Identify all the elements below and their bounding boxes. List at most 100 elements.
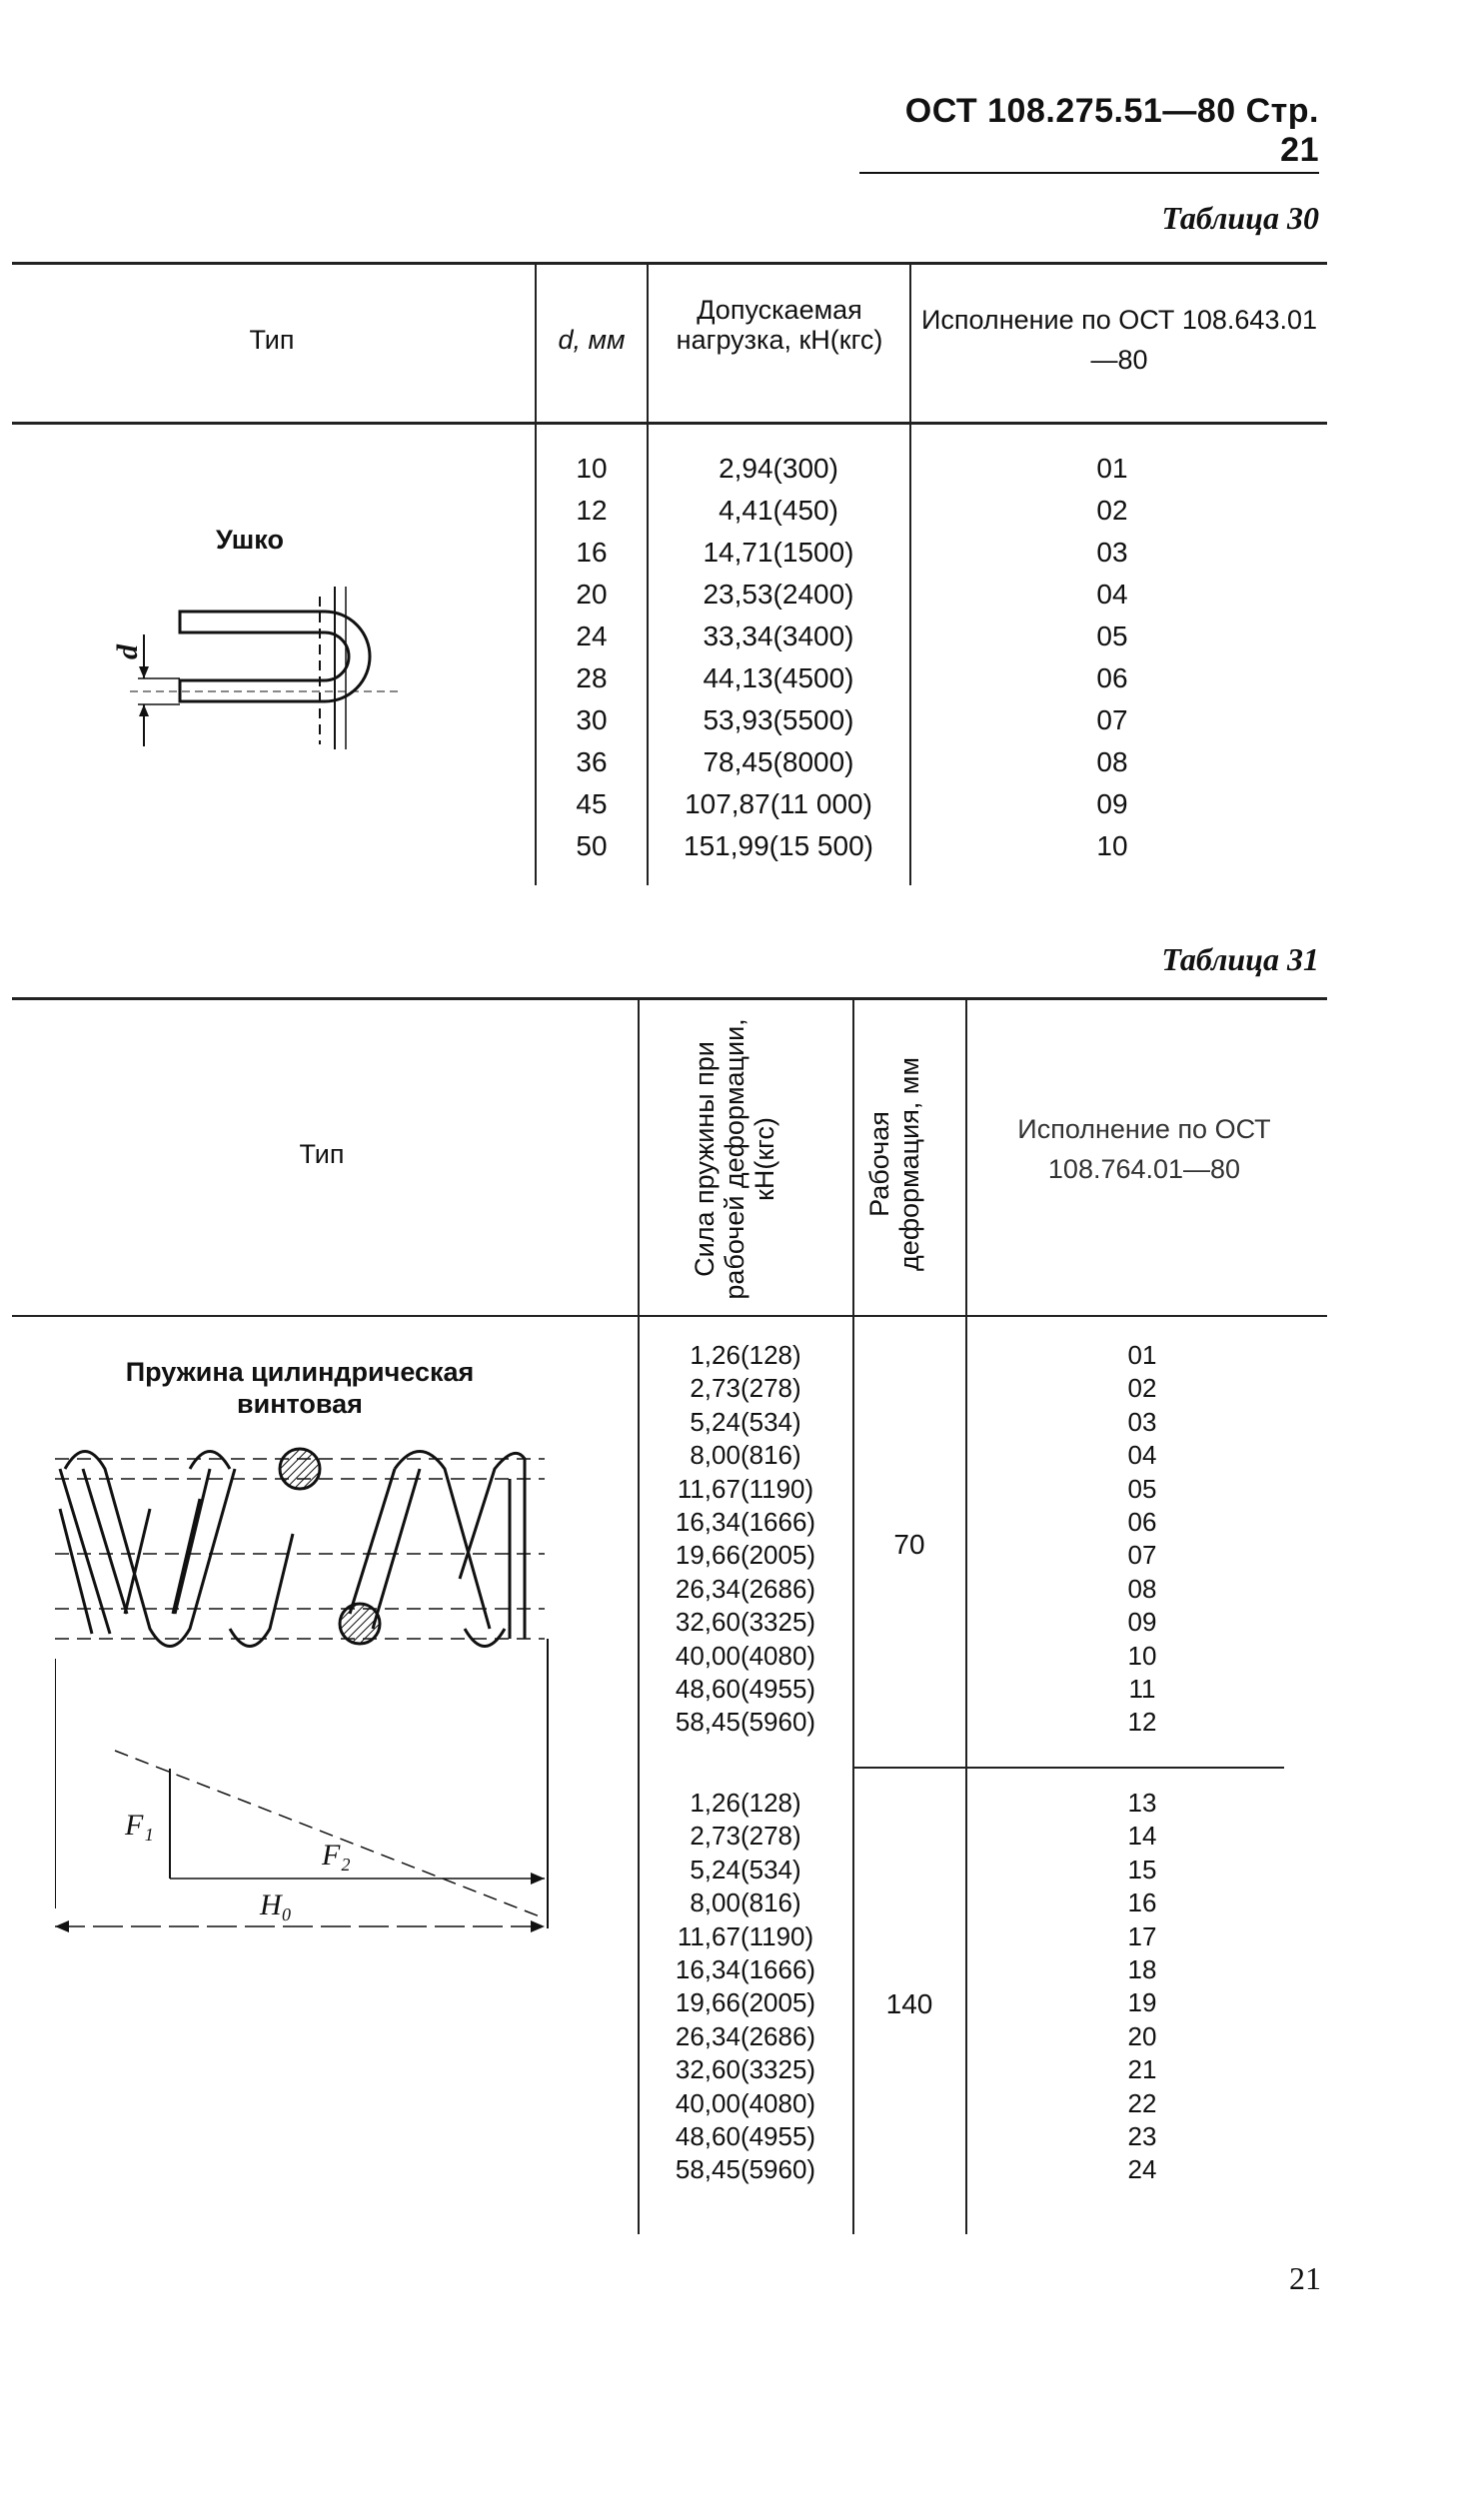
table-30-head-version: Исполнение по ОСТ 108.643.01—80: [920, 305, 1317, 375]
document-reference: ОСТ 108.275.51—80 Стр. 21: [859, 92, 1319, 174]
table-row: 16,34(1666): [675, 1954, 816, 1985]
table-30-head-load: Допускаемая нагрузка, кН(кгс): [676, 295, 883, 355]
table-31-group-rule: [854, 1767, 1284, 1769]
table-row: 02: [1127, 1373, 1157, 1404]
table-31-head-version: Исполнение по ОСТ 108.764.01—80: [1017, 1114, 1271, 1184]
table-row: 10: [1096, 830, 1128, 861]
table-row: 01: [1127, 1340, 1157, 1370]
helical-spring-diagram: [55, 1447, 549, 1932]
table-row: 45: [576, 788, 608, 819]
table-row: 16: [576, 537, 608, 568]
table-30-head-d: d, мм: [558, 325, 626, 355]
table-row: 19,66(2005): [675, 1987, 816, 2018]
spring-f2-label: F₂: [322, 1839, 351, 1872]
table-row: 26,34(2686): [675, 1573, 816, 1604]
table-row: 13: [1127, 1788, 1157, 1818]
table-row: 14,71(1500): [703, 537, 854, 568]
eye-bolt-diagram: [130, 587, 400, 749]
table-row: 11,67(1190): [677, 1473, 814, 1504]
table-30-divider: [909, 262, 911, 422]
table-row: 05: [1096, 621, 1128, 651]
table-row: 23,53(2400): [703, 579, 854, 610]
table-row: 78,45(8000): [703, 746, 854, 777]
table-row: 151,99(15 500): [684, 830, 873, 861]
table-30-col-version: 01 02 03 04 05 06 07 08 09 10: [912, 448, 1312, 867]
table-30-divider: [535, 262, 537, 422]
table-row: 18: [1127, 1954, 1157, 1985]
table-row: 20: [1127, 2020, 1157, 2051]
table-row: 01: [1096, 453, 1128, 484]
table-31-head-force: Сила пружины при рабочей деформации, кН(…: [690, 1018, 779, 1300]
table-30-head-type: Тип: [249, 325, 295, 355]
table-row: 4,41(450): [719, 495, 838, 526]
table-31-group2-versions: 13 14 15 16 17 18 19 20 21 22 23 24: [967, 1787, 1317, 2187]
table-30-top-rule: [12, 262, 1327, 265]
spring-f1-label: F₁: [125, 1809, 154, 1842]
table-31-group1-versions: 01 02 03 04 05 06 07 08 09 10 11 12: [967, 1339, 1317, 1740]
table-row: 44,13(4500): [703, 662, 854, 693]
table-31-group2-deform: 140: [885, 1988, 933, 2019]
table-row: 40,00(4080): [675, 2087, 816, 2118]
table-row: 32,60(3325): [675, 2054, 816, 2085]
table-row: 58,45(5960): [675, 1707, 816, 1738]
page-number: 21: [1289, 2260, 1321, 2296]
table-30-divider: [647, 262, 649, 422]
table-row: 12: [1127, 1707, 1157, 1738]
table-30-col-load: 2,94(300) 4,41(450) 14,71(1500) 23,53(24…: [650, 448, 907, 867]
table-row: 48,60(4955): [675, 2121, 816, 2152]
table-row: 08: [1127, 1573, 1157, 1604]
table-row: 19,66(2005): [675, 1540, 816, 1571]
table-row: 09: [1096, 788, 1128, 819]
table-row: 06: [1127, 1507, 1157, 1538]
table-31-type-label: Пружина цилиндрическая винтовая: [125, 1357, 475, 1419]
table-row: 8,00(816): [690, 1888, 801, 1918]
table-row: 03: [1127, 1406, 1157, 1437]
table-row: 53,93(5500): [703, 704, 854, 735]
table-row: 48,60(4955): [675, 1674, 816, 1705]
table-31-head-deform: Рабочая деформация, мм: [864, 1057, 924, 1271]
table-31-head-type: Тип: [299, 1139, 345, 1169]
table-row: 5,24(534): [690, 1406, 801, 1437]
table-31-top-rule: [12, 997, 1327, 1000]
table-row: 2,73(278): [690, 1821, 801, 1852]
table-row: 58,45(5960): [675, 2154, 816, 2185]
table-row: 04: [1096, 579, 1128, 610]
table-row: 23: [1127, 2121, 1157, 2152]
table-row: 50: [576, 830, 608, 861]
table-row: 1,26(128): [690, 1340, 801, 1370]
table-30-col-d: 10 12 16 20 24 28 30 36 45 50: [538, 448, 646, 867]
table-row: 15: [1127, 1854, 1157, 1885]
table-row: 05: [1127, 1473, 1157, 1504]
table-31-caption: Таблица 31: [1161, 941, 1319, 977]
table-row: 32,60(3325): [675, 1607, 816, 1638]
table-row: 16: [1127, 1888, 1157, 1918]
table-31-divider: [852, 997, 854, 2234]
table-row: 28: [576, 662, 608, 693]
table-31-head-rule: [12, 1315, 1327, 1317]
table-30-divider: [535, 424, 537, 885]
table-row: 02: [1096, 495, 1128, 526]
table-row: 14: [1127, 1821, 1157, 1852]
table-row: 24: [1127, 2154, 1157, 2185]
table-row: 33,34(3400): [703, 621, 854, 651]
table-row: 21: [1127, 2054, 1157, 2085]
table-row: 04: [1127, 1440, 1157, 1471]
table-row: 11,67(1190): [677, 1920, 814, 1951]
table-row: 24: [576, 621, 608, 651]
table-row: 10: [576, 453, 608, 484]
table-row: 10: [1127, 1640, 1157, 1671]
table-row: 06: [1096, 662, 1128, 693]
table-row: 09: [1127, 1607, 1157, 1638]
table-31-group2-forces: 1,26(128) 2,73(278) 5,24(534) 8,00(816) …: [640, 1787, 851, 2187]
table-row: 16,34(1666): [675, 1507, 816, 1538]
table-row: 08: [1096, 746, 1128, 777]
table-30-divider: [647, 424, 649, 885]
table-30-head-rule: [12, 422, 1327, 425]
table-31-divider: [965, 997, 967, 2234]
table-row: 11: [1128, 1674, 1156, 1705]
table-row: 17: [1127, 1920, 1157, 1951]
table-row: 26,34(2686): [675, 2020, 816, 2051]
table-row: 107,87(11 000): [685, 788, 872, 819]
eye-bolt-d-label: d: [111, 644, 144, 659]
table-row: 36: [576, 746, 608, 777]
